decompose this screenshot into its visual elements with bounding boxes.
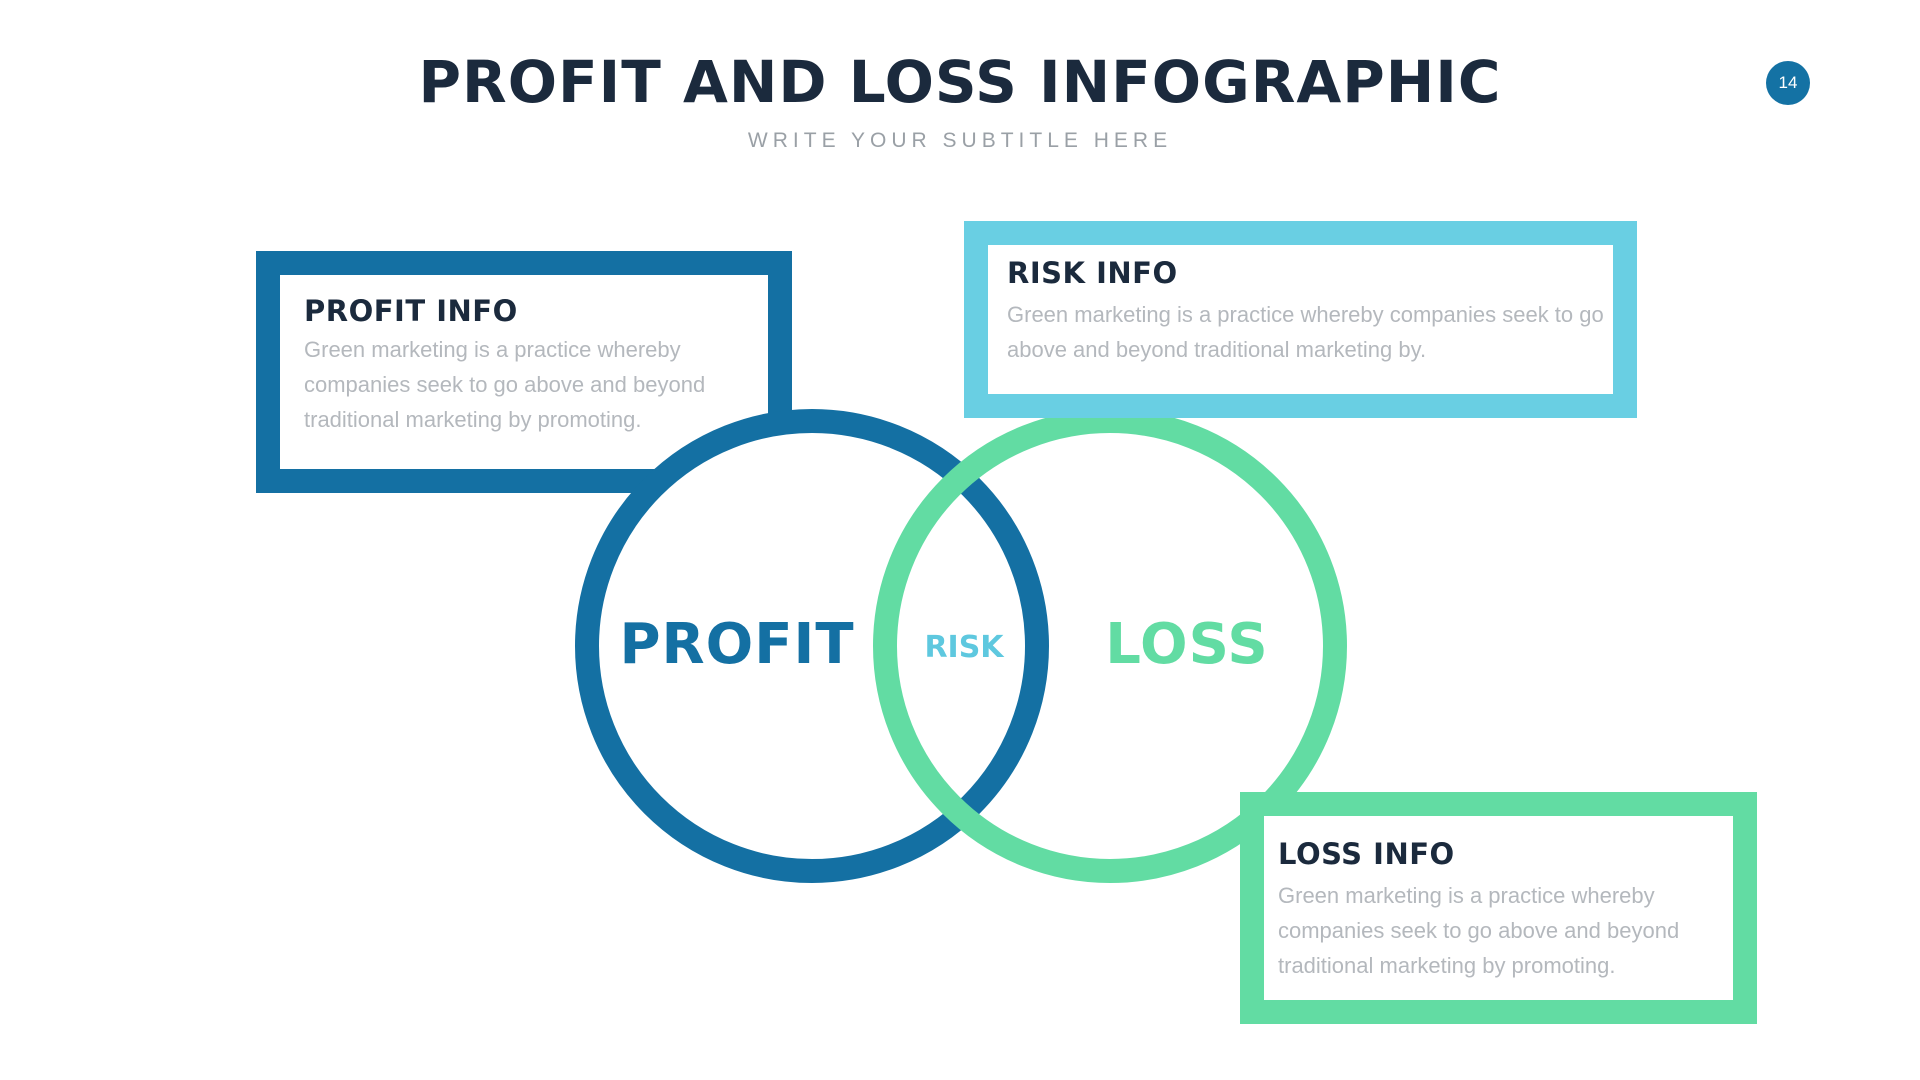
profit-info-box: PROFIT INFO Green marketing is a practic… — [256, 251, 792, 493]
loss-circle-label: LOSS — [1105, 612, 1269, 677]
risk-info-box: RISK INFO Green marketing is a practice … — [964, 221, 1637, 418]
risk-overlap-label: RISK — [924, 630, 1004, 665]
profit-circle — [575, 409, 1049, 883]
profit-info-text: Green marketing is a practice whereby co… — [304, 337, 706, 432]
risk-info-text: Green marketing is a practice whereby co… — [1007, 302, 1604, 362]
page-subtitle: WRITE YOUR SUBTITLE HERE — [747, 129, 1173, 152]
profit-info-title: PROFIT INFO — [304, 294, 518, 328]
profit-circle-label: PROFIT — [619, 612, 855, 677]
page-title: PROFIT AND LOSS INFOGRAPHIC — [418, 48, 1502, 116]
loss-info-title: LOSS INFO — [1278, 837, 1455, 871]
loss-info-text: Green marketing is a practice whereby co… — [1278, 883, 1680, 978]
risk-info-title: RISK INFO — [1007, 256, 1178, 290]
loss-info-box: LOSS INFO Green marketing is a practice … — [1240, 792, 1757, 1024]
loss-circle — [873, 409, 1347, 883]
page-number-badge: 14 — [1766, 61, 1810, 105]
